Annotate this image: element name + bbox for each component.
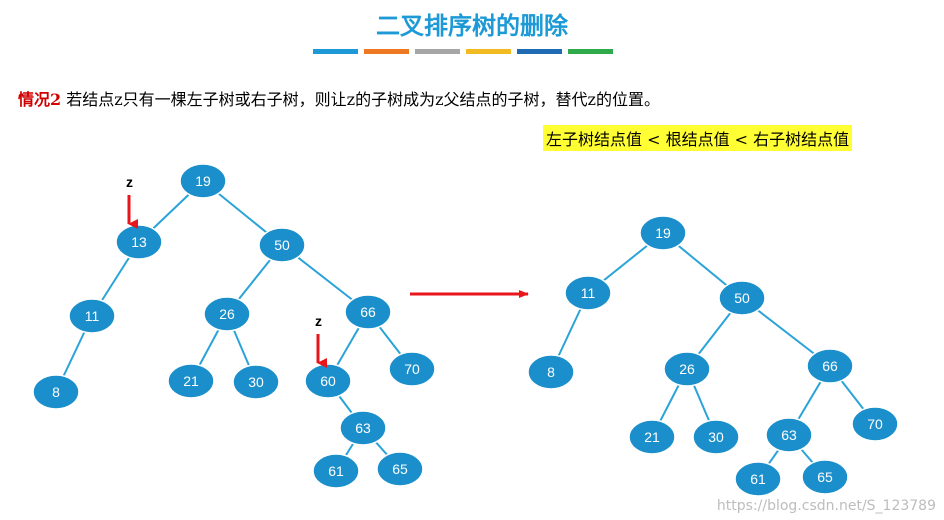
- node-circle: [765, 417, 813, 453]
- node-circle: [167, 363, 215, 399]
- tree-node: 66: [806, 348, 854, 384]
- tree-node: 19: [179, 163, 227, 199]
- node-circle: [718, 280, 766, 316]
- node-circle: [344, 294, 392, 330]
- stripe: [466, 49, 511, 54]
- tree-node: 70: [851, 406, 899, 442]
- node-label: 26: [679, 361, 695, 377]
- node-label: 11: [581, 285, 596, 301]
- node-circle: [639, 215, 687, 251]
- node-circle: [734, 461, 782, 497]
- tree-node: 19: [639, 215, 687, 251]
- node-label: 19: [655, 225, 671, 241]
- case-label: 情况2: [18, 90, 62, 109]
- tree-node: 11: [68, 298, 116, 334]
- node-circle: [258, 227, 306, 263]
- node-circle: [628, 419, 676, 455]
- node-circle: [564, 275, 612, 311]
- node-circle: [388, 351, 436, 387]
- node-circle: [232, 364, 280, 400]
- tree-node: 11: [564, 275, 612, 311]
- node-label: 21: [644, 429, 660, 445]
- node-label: 65: [392, 461, 408, 477]
- node-label: 66: [360, 304, 376, 320]
- node-label: 63: [355, 420, 371, 436]
- node-label: 50: [734, 290, 750, 306]
- tree-node: 30: [692, 419, 740, 455]
- node-label: 21: [183, 373, 199, 389]
- z-marker-label: z: [315, 313, 322, 329]
- title-stripes: [313, 49, 613, 54]
- tree-node: 65: [376, 451, 424, 487]
- tree-node: 8: [527, 354, 575, 390]
- node-circle: [376, 451, 424, 487]
- node-circle: [527, 354, 575, 390]
- after-tree: 19 11 50 8 26 66 21 30 63 70 61 65: [527, 215, 899, 497]
- node-label: 30: [708, 429, 724, 445]
- node-label: 65: [817, 469, 833, 485]
- node-label: 26: [219, 306, 235, 322]
- tree-node: 30: [232, 364, 280, 400]
- node-label: 66: [822, 358, 838, 374]
- bst-property-note: 左子树结点值 < 根结点值 < 右子树结点值: [543, 125, 853, 151]
- node-label: 30: [248, 374, 264, 390]
- node-label: 13: [131, 234, 147, 250]
- tree-node: 61: [734, 461, 782, 497]
- node-label: 8: [52, 384, 60, 400]
- node-label: 19: [195, 173, 211, 189]
- node-label: 70: [404, 361, 420, 377]
- node-circle: [312, 453, 360, 489]
- node-label: 70: [867, 416, 883, 432]
- node-label: 60: [320, 373, 336, 389]
- tree-node: 65: [801, 459, 849, 495]
- stripe: [364, 49, 409, 54]
- watermark: https://blog.csdn.net/S_123789: [716, 498, 936, 514]
- node-label: 50: [274, 237, 290, 253]
- tree-node: 60: [304, 363, 352, 399]
- node-circle: [851, 406, 899, 442]
- node-circle: [339, 410, 387, 446]
- node-circle: [801, 459, 849, 495]
- tree-node: 8: [32, 374, 80, 410]
- node-circle: [692, 419, 740, 455]
- stripe: [313, 49, 358, 54]
- case-description: 情况2 若结点z只有一棵左子树或右子树，则让z的子树成为z父结点的子树，替代z的…: [18, 86, 660, 110]
- node-label: 61: [328, 463, 344, 479]
- tree-node: 63: [339, 410, 387, 446]
- page-title: 二叉排序树的删除: [376, 12, 568, 40]
- tree-node: 26: [203, 296, 251, 332]
- node-circle: [304, 363, 352, 399]
- node-circle: [806, 348, 854, 384]
- stripe: [568, 49, 613, 54]
- node-circle: [32, 374, 80, 410]
- node-circle: [203, 296, 251, 332]
- node-label: 8: [547, 364, 555, 380]
- stripe: [517, 49, 562, 54]
- node-circle: [115, 224, 163, 260]
- tree-node: 50: [718, 280, 766, 316]
- tree-node: 21: [167, 363, 215, 399]
- node-label: 63: [781, 427, 797, 443]
- node-label: 61: [750, 471, 766, 487]
- z-marker-label: z: [126, 174, 133, 190]
- node-label: 11: [85, 308, 100, 324]
- stripe: [415, 49, 460, 54]
- tree-node: 61: [312, 453, 360, 489]
- tree-node: 50: [258, 227, 306, 263]
- tree-node: 21: [628, 419, 676, 455]
- tree-node: 26: [663, 351, 711, 387]
- tree-node: 13: [115, 224, 163, 260]
- before-tree: 19 13 50 11 8 26 66 21 30 60 70 63 61 65: [32, 163, 436, 489]
- tree-node: 70: [388, 351, 436, 387]
- node-circle: [68, 298, 116, 334]
- node-circle: [663, 351, 711, 387]
- tree-node: 63: [765, 417, 813, 453]
- node-circle: [179, 163, 227, 199]
- case-text: 若结点z只有一棵左子树或右子树，则让z的子树成为z父结点的子树，替代z的位置。: [61, 90, 660, 109]
- z-markers: zz: [126, 174, 327, 368]
- tree-node: 66: [344, 294, 392, 330]
